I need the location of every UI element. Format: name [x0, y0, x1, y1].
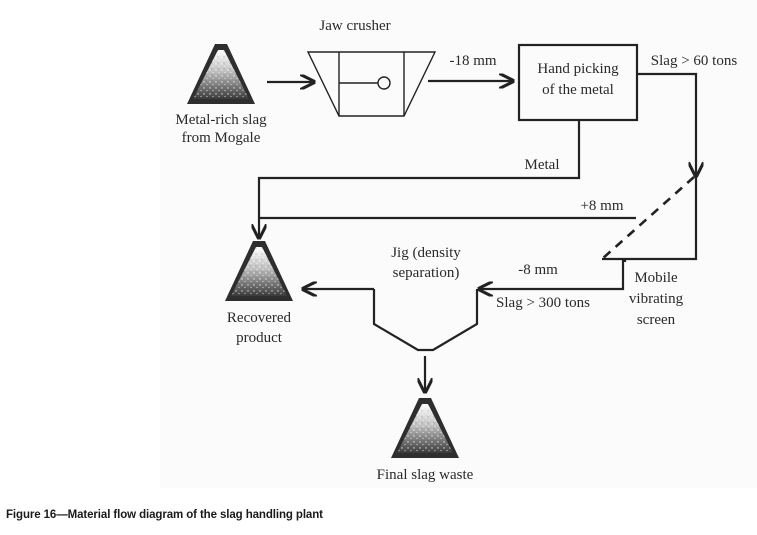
- jig-label-line1: Jig (density: [391, 245, 461, 261]
- final-slag-waste-label: Final slag waste: [377, 467, 474, 483]
- jaw-crusher-icon: [306, 51, 437, 117]
- flow-line-metal: [259, 120, 581, 238]
- recovered-product-label-line1: Recovered: [227, 310, 292, 326]
- vibrating-screen-icon: [601, 176, 698, 262]
- flow-label-crusher-output: -18 mm: [449, 53, 496, 69]
- flow-arrow-undersize-to-jig: [479, 259, 625, 289]
- screen-label-line3: screen: [637, 312, 676, 328]
- flow-label-oversize: +8 mm: [580, 198, 623, 214]
- recovered-product-label-line2: product: [236, 330, 283, 346]
- hand-picking-label-line2: of the metal: [542, 82, 614, 98]
- flow-label-slag-to-screen: Slag > 60 tons: [651, 53, 738, 69]
- flow-label-undersize: -8 mm: [518, 262, 558, 278]
- hand-picking-label-line1: Hand picking: [537, 61, 619, 77]
- jig-hopper-icon: [372, 289, 479, 352]
- screen-label-line1: Mobile: [634, 270, 678, 286]
- flow-label-metal: Metal: [525, 157, 560, 173]
- jaw-crusher-label: Jaw crusher: [319, 18, 390, 34]
- screen-label-line2: vibrating: [629, 291, 684, 307]
- feed-pile-label-line2: from Mogale: [182, 130, 261, 146]
- recovered-product-pile-icon: [225, 241, 293, 301]
- jig-label-line2: separation): [393, 265, 460, 281]
- flow-arrow-slag-to-screen: [637, 72, 696, 176]
- flow-label-slag-to-jig: Slag > 300 tons: [496, 295, 590, 311]
- feed-pile-label-line1: Metal-rich slag: [175, 112, 267, 128]
- feed-slag-pile-icon: [187, 44, 255, 104]
- figure-caption: Figure 16—Material flow diagram of the s…: [6, 509, 323, 521]
- final-slag-pile-icon: [391, 398, 459, 458]
